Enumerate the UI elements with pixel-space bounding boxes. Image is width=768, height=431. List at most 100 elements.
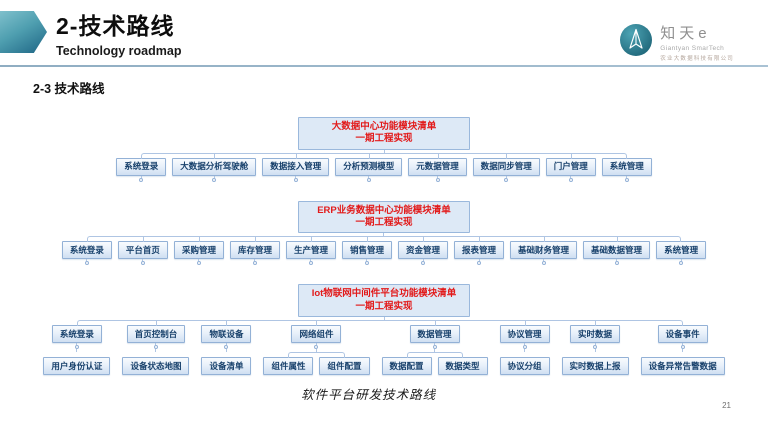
tree-node: 系统登录 [116,157,167,176]
connector-stub [594,349,596,353]
expand-marker-icon [308,259,313,266]
header-divider [0,65,768,67]
expand-marker-icon [140,259,145,266]
expand-marker-icon [74,343,79,350]
tree-node: 库存管理 [229,241,280,260]
connector-stub [434,349,436,353]
diagram-caption: 软件平台研发技术路线 [301,387,437,402]
tree-branch: 协议分组 [497,352,553,376]
tree-node: 系统登录 [51,325,102,344]
tree-node: 生产管理 [285,241,336,260]
tree-node: 设备事件 [657,325,708,344]
tree-node: 组件配置 [319,357,370,376]
tree-branch: 系统登录 [59,236,116,266]
tree-node: 实时数据上报 [561,357,629,376]
tree-node: 系统登录 [61,241,112,260]
header: 2-技术路线 Technology roadmap [56,7,181,58]
tree-node: 数据同步管理 [472,157,540,176]
tree-branch: 协议管理协议分组 [493,320,557,376]
connector-stub [383,317,385,321]
page-number: 21 [722,401,731,410]
connector-stub [225,349,227,353]
tree-node: 网络组件 [291,325,342,344]
tree-branch: 实时数据上报 [559,352,632,376]
tree-branch: 设备事件设备异常告警数据 [633,320,731,376]
expand-marker-icon [568,175,573,182]
tree-root-line: 一期工程实现 [355,133,413,145]
expand-marker-icon [477,259,482,266]
tree-node: 协议管理 [499,325,550,344]
module-diagram: 大数据中心功能模块清单一期工程实现系统登录大数据分析驾驶舱数据接入管理分析预测模… [30,117,738,376]
tree-branch: 资金管理 [395,236,453,266]
expand-marker-icon [624,175,629,182]
tree-branch: 数据管理数据配置数据类型 [375,320,495,376]
expand-marker-icon [224,343,229,350]
tree-node: 采购管理 [173,241,224,260]
expand-marker-icon [541,259,546,266]
tree-branch: 门户管理 [542,152,600,182]
expand-marker-icon [366,175,371,182]
tree-node: 物联设备 [201,325,252,344]
section-title: 2-3 技术路线 [33,82,105,96]
tree-branch: 用户身份认证 [40,352,113,376]
tree-branch: 报表管理 [451,236,509,266]
company-logo: 知天e Giantyan SmarTech 农业大数据科技有限公司 [619,22,734,62]
tree-branch: 元数据管理 [405,152,471,182]
tree-node: 数据配置 [381,357,432,376]
tree-node: 设备清单 [201,357,252,376]
tree-branch: 网络组件组件属性组件配置 [257,320,377,376]
tree-branch: 数据类型 [433,352,491,376]
logo-text-block: 知天e Giantyan SmarTech 农业大数据科技有限公司 [660,22,734,62]
expand-marker-icon [364,259,369,266]
expand-marker-icon [252,259,257,266]
tree-node: 系统管理 [656,241,707,260]
tree-node: 数据类型 [437,357,488,376]
expand-marker-icon [614,259,619,266]
tree-branch: 系统管理 [652,236,709,266]
connector-stub [315,349,317,353]
tree-branch: 大数据分析驾驶舱 [169,152,261,182]
expand-marker-icon [139,175,144,182]
tree-branch: 基础数据管理 [580,236,655,266]
logo-company-line: 农业大数据科技有限公司 [660,56,734,62]
connector-stub [383,233,385,237]
tree-branch: 设备状态地图 [119,352,192,376]
expand-marker-icon [680,343,685,350]
page-subtitle: Technology roadmap [56,44,182,58]
expand-marker-icon [196,259,201,266]
tree-branch: 系统登录 [113,152,171,182]
logo-plane-icon [619,23,653,62]
tree-branch: 系统登录用户身份认证 [37,320,118,376]
tree-node: 系统管理 [601,157,652,176]
expand-marker-icon [84,259,89,266]
tree-branch: 数据同步管理 [469,152,544,182]
tree-node: 大数据分析驾驶舱 [172,157,257,176]
expand-marker-icon [293,175,298,182]
connector-stub [76,349,78,353]
logo-name: 知天e [660,25,711,42]
tree-branch: 销售管理 [339,236,397,266]
connector-stub [682,349,684,353]
expand-marker-icon [212,175,217,182]
tree-node: 基础财务管理 [510,241,578,260]
tree-branch: 数据接入管理 [259,152,334,182]
expand-marker-icon [593,343,598,350]
tree-branch: 基础财务管理 [507,236,582,266]
module-tree: Iot物联网中间件平台功能模块清单一期工程实现系统登录用户身份认证首页控制台设备… [30,284,738,376]
expand-marker-icon [432,343,437,350]
connector-stub [383,149,385,153]
page-title: 2-技术路线 [56,13,175,39]
tree-node: 协议分组 [499,357,550,376]
tree-branch: 采购管理 [170,236,228,266]
expand-marker-icon [504,175,509,182]
tree-root-node: Iot物联网中间件平台功能模块清单一期工程实现 [298,284,470,318]
tree-node: 组件属性 [263,357,314,376]
expand-marker-icon [153,343,158,350]
tree-node: 数据接入管理 [262,157,330,176]
module-tree: ERP业务数据中心功能模块清单一期工程实现系统登录平台首页采购管理库存管理生产管… [30,200,738,266]
tree-branch: 物联设备设备清单 [195,320,259,376]
tree-branch: 实时数据实时数据上报 [555,320,636,376]
expand-marker-icon [314,343,319,350]
tree-node: 实时数据 [570,325,621,344]
tree-node: 销售管理 [341,241,392,260]
